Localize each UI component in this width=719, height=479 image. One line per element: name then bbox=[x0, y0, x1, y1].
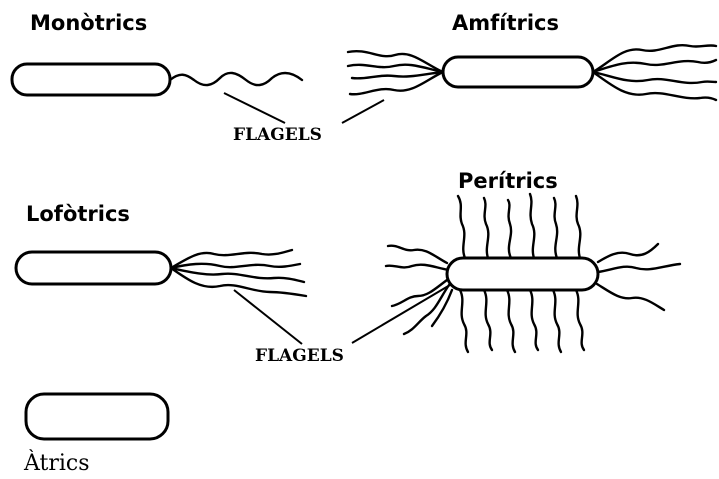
lophotrich-cell-body bbox=[16, 252, 171, 284]
peritrich-cell-body bbox=[447, 258, 598, 290]
label-atrics: Àtrics bbox=[23, 449, 90, 476]
flagels-top-pointer-left bbox=[224, 93, 285, 123]
amphitrich-cell-body bbox=[443, 57, 593, 87]
lophotrich-bacterium bbox=[16, 250, 306, 296]
label-monotrics: Monòtrics bbox=[30, 11, 147, 35]
label-amfitrics: Amfítrics bbox=[452, 11, 559, 35]
label-peritrics: Perítrics bbox=[458, 169, 558, 193]
label-flagels-bottom: FLAGELS bbox=[255, 346, 344, 366]
peritrich-bacterium bbox=[386, 194, 680, 352]
amphitrich-flagella-right bbox=[593, 45, 716, 100]
monotrich-bacterium bbox=[12, 64, 302, 95]
label-flagels-top: FLAGELS bbox=[233, 125, 322, 145]
label-lofotrics: Lofòtrics bbox=[26, 202, 130, 226]
amphitrich-flagella-left bbox=[348, 51, 443, 94]
flagels-bottom-pointer-left bbox=[234, 290, 302, 344]
flagels-bottom-pointer-right bbox=[352, 285, 450, 343]
flagels-top-pointer-right bbox=[342, 100, 384, 123]
atrich-cell-body bbox=[26, 394, 168, 439]
amphitrich-bacterium bbox=[348, 45, 716, 100]
monotrich-cell-body bbox=[12, 64, 170, 95]
lophotrich-flagella bbox=[171, 250, 306, 296]
monotrich-flagellum bbox=[170, 73, 302, 85]
